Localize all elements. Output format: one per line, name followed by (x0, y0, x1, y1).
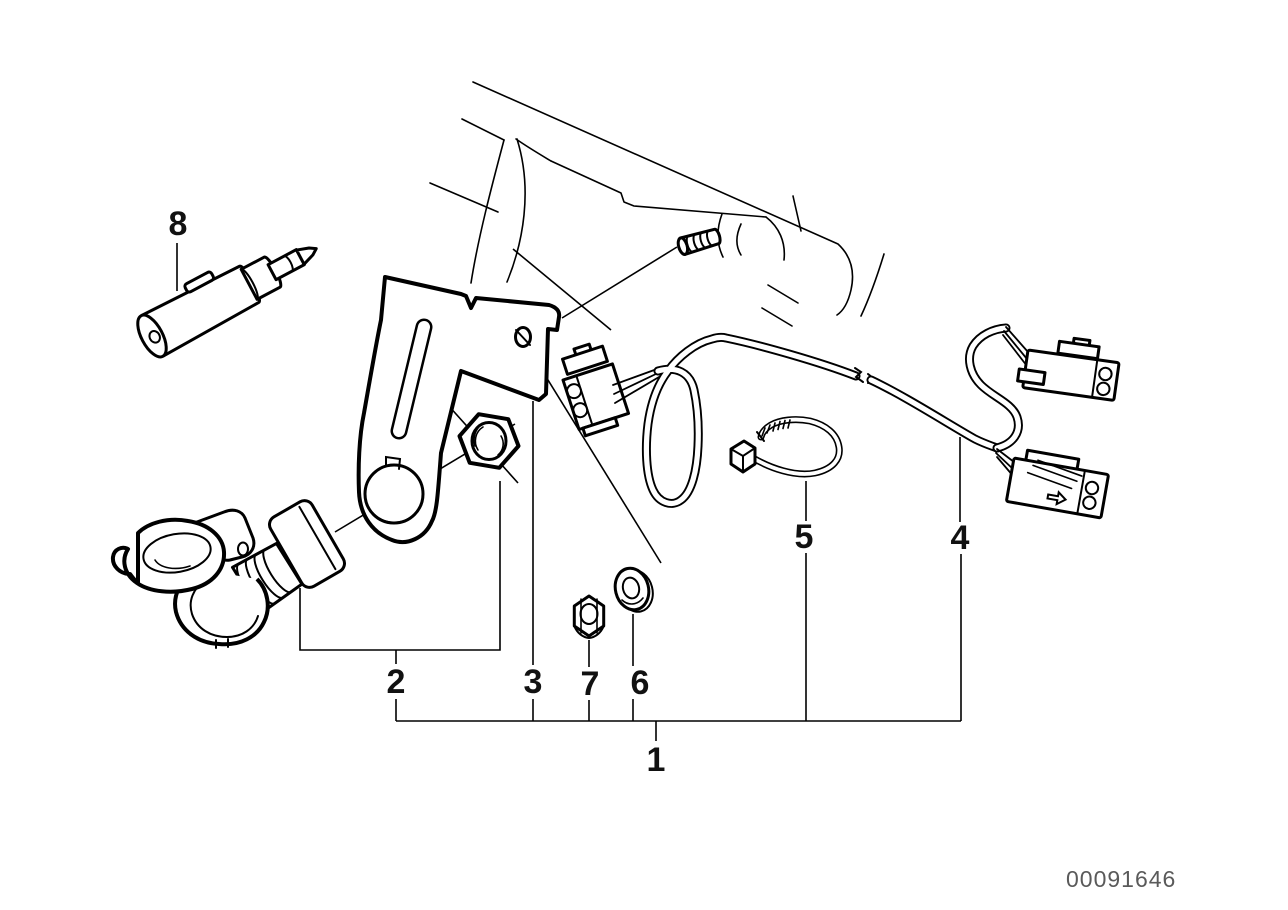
callout-1: 1 (646, 741, 666, 779)
frame-context-lines (429, 81, 885, 327)
drawing-number: 00091646 (1066, 866, 1177, 892)
adapter-plug (136, 246, 318, 359)
power-socket (110, 499, 346, 649)
leader-lines (176, 243, 962, 741)
cable-tie-head (729, 439, 757, 474)
callout-5: 5 (794, 518, 814, 556)
cable-tie-ribs (761, 419, 791, 437)
ring-nut (457, 412, 521, 470)
mounting-bracket (356, 275, 562, 544)
callout-8: 8 (168, 205, 188, 243)
washer (613, 566, 654, 613)
wiring-harness (612, 323, 1121, 520)
harness-connector-upper (1016, 336, 1121, 402)
inline-connector (561, 342, 631, 438)
callout-4: 4 (950, 519, 970, 557)
cable-tie (729, 416, 843, 478)
callout-2: 2 (386, 663, 406, 701)
harness-connector-lower (1005, 448, 1110, 520)
callout-7: 7 (580, 665, 600, 703)
mounting-screw (676, 227, 722, 256)
callout-6: 6 (630, 664, 650, 702)
callout-3: 3 (523, 663, 543, 701)
hex-nut (572, 594, 606, 640)
